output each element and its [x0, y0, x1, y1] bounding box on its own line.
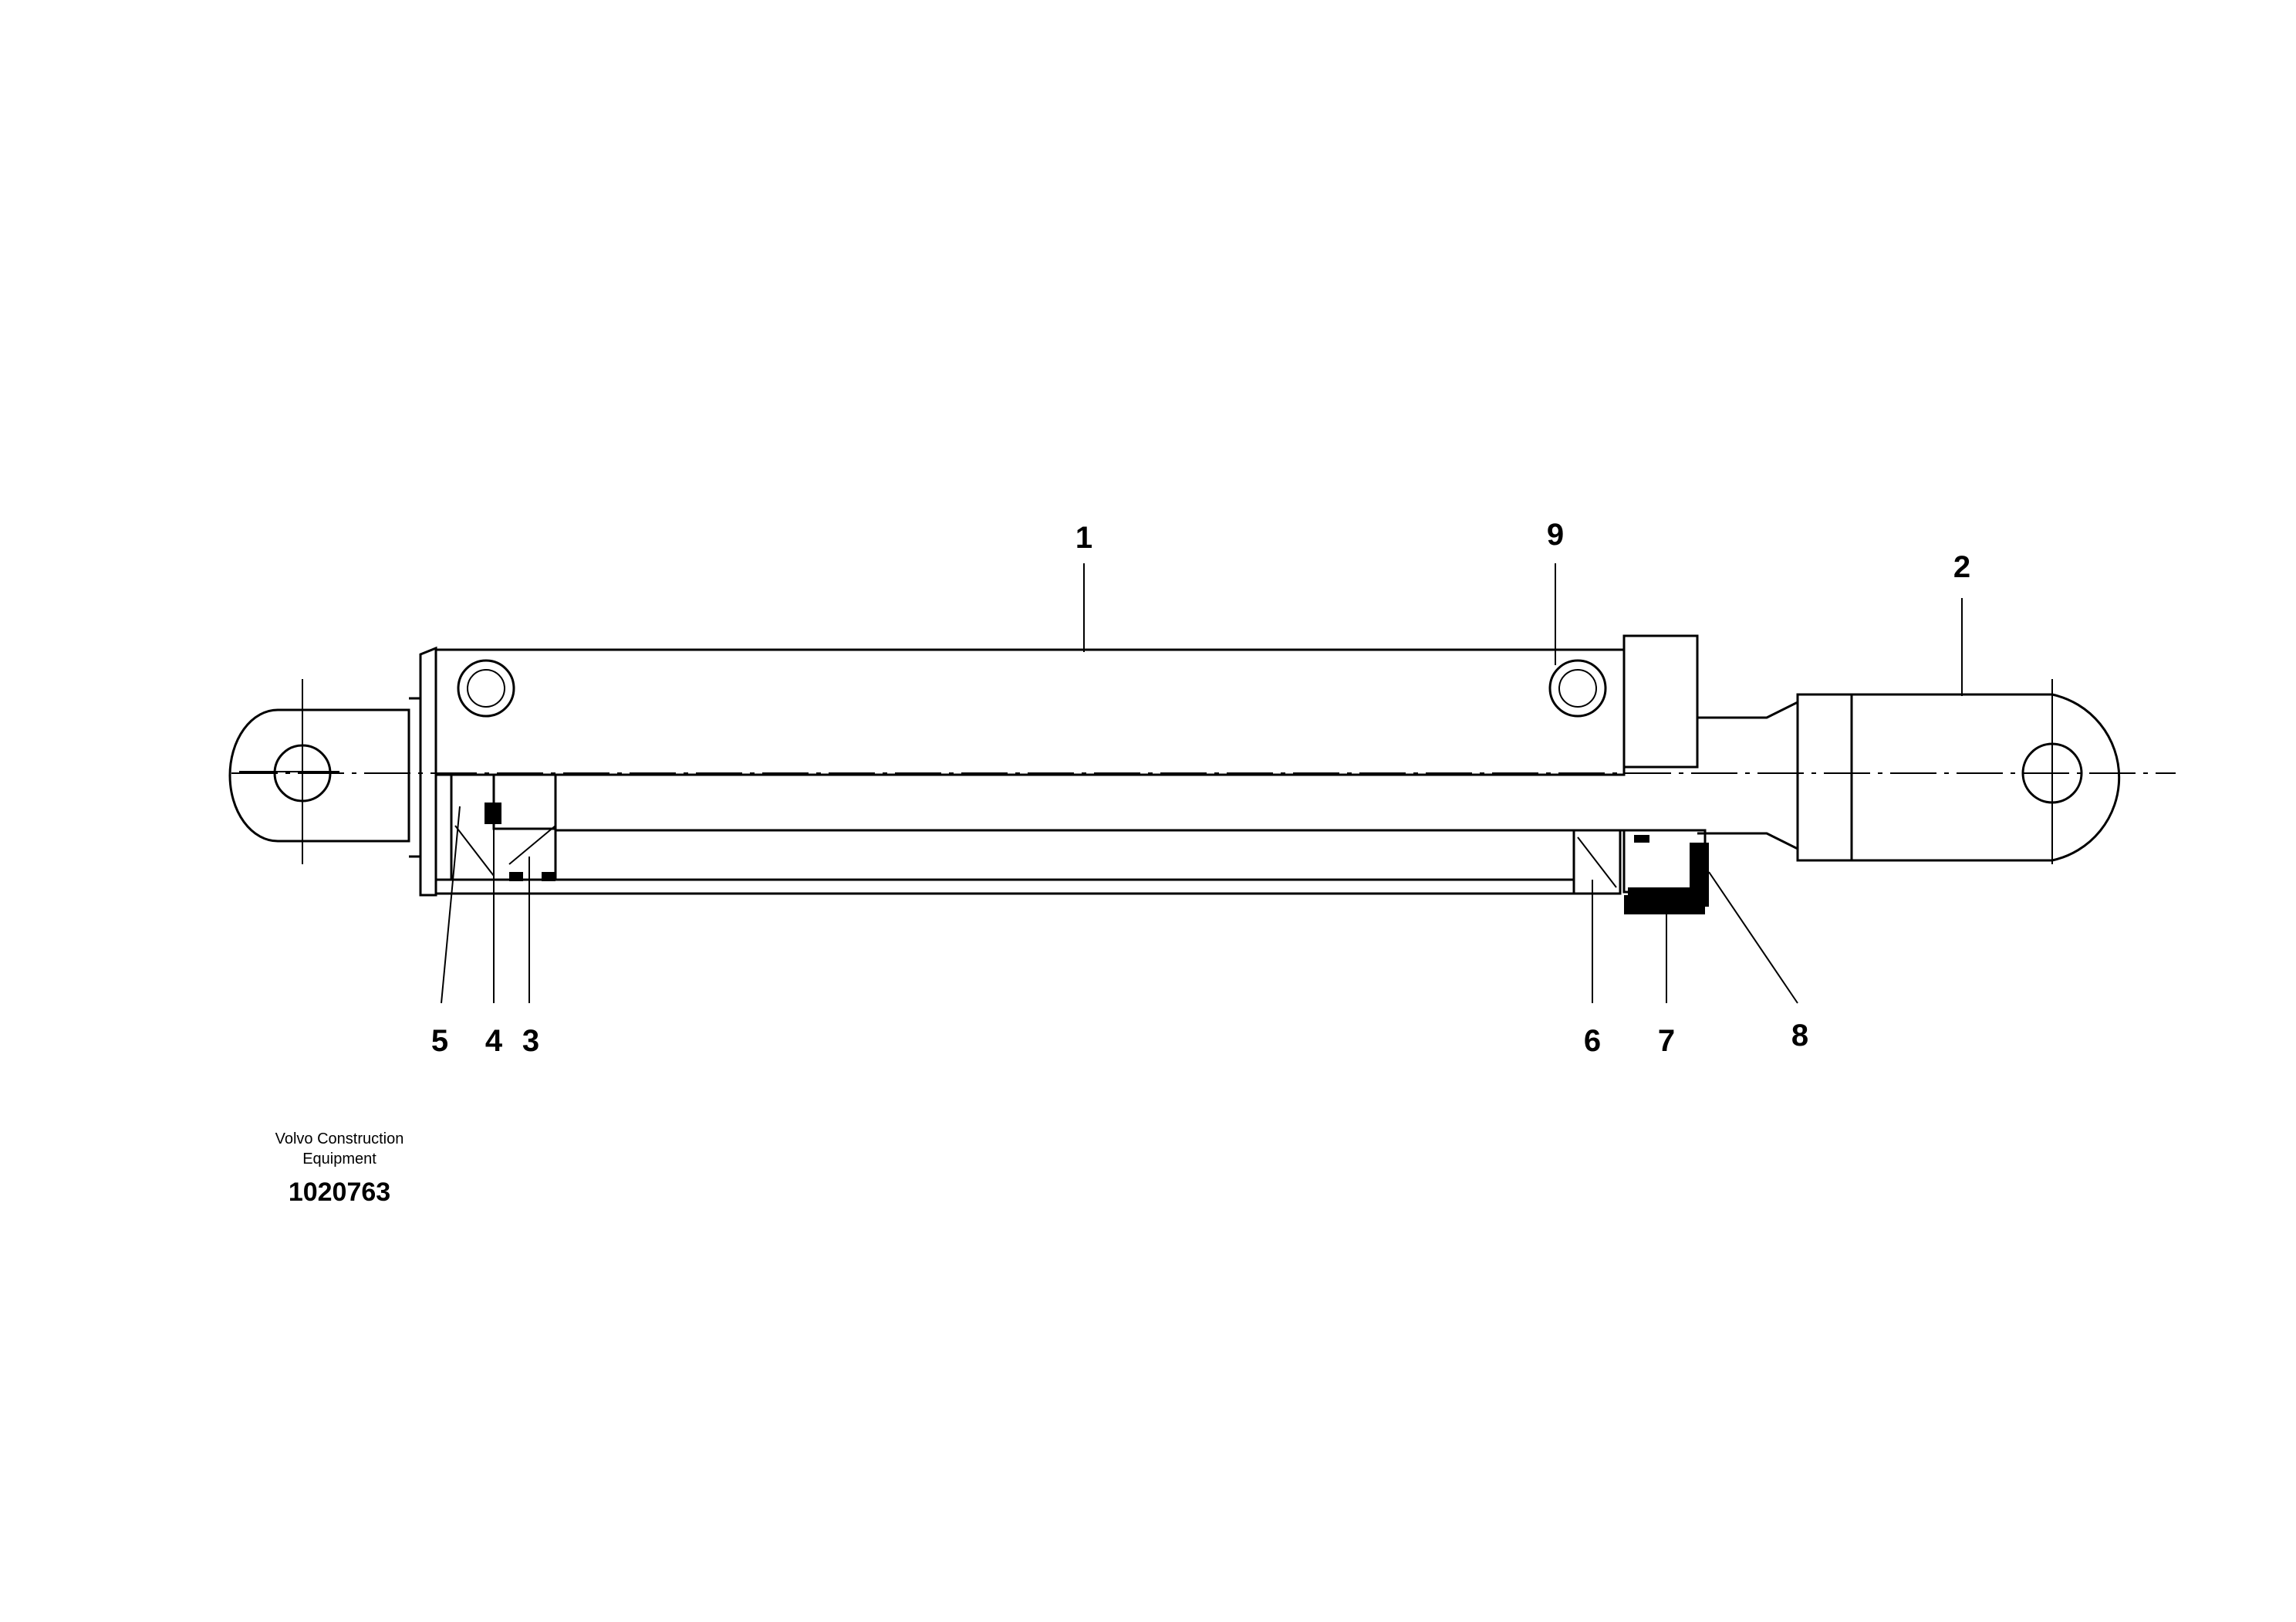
- caption: Volvo Construction Equipment 1020763: [275, 1130, 404, 1207]
- cylinder-head: [1572, 634, 1709, 914]
- cylinder-barrel: [434, 648, 1626, 895]
- left-eye-mount: [228, 679, 410, 864]
- leader-5: [441, 806, 461, 1004]
- callout-6: 6: [1584, 1024, 1601, 1058]
- left-port: [457, 659, 515, 718]
- piston: [450, 773, 557, 881]
- callout-5: 5: [431, 1024, 448, 1058]
- callout-9: 9: [1547, 518, 1564, 552]
- caption-line1: Volvo Construction: [275, 1130, 404, 1147]
- callout-7: 7: [1658, 1024, 1675, 1058]
- callouts: 1 2 3 4 5 6 7 8 9: [431, 518, 1970, 1058]
- callout-8: 8: [1791, 1019, 1808, 1053]
- part-number: 1020763: [289, 1178, 390, 1207]
- leader-8: [1708, 871, 1798, 1004]
- right-eye-mount: [1796, 679, 2121, 864]
- right-port: [1548, 659, 1607, 718]
- piston-rod: [554, 775, 1624, 832]
- caption-line2: Equipment: [302, 1151, 376, 1168]
- callout-3: 3: [522, 1024, 539, 1058]
- rod-extension: [1697, 700, 1799, 851]
- callout-2: 2: [1953, 550, 1970, 584]
- leader-lines: [441, 563, 1963, 1004]
- callout-1: 1: [1075, 521, 1092, 555]
- callout-4: 4: [485, 1024, 503, 1058]
